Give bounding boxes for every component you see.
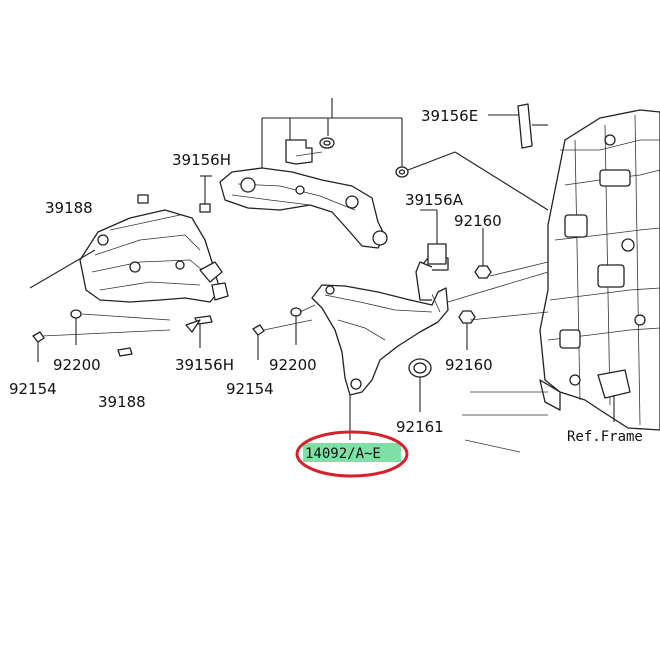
highlight-marker <box>303 443 401 462</box>
label-92200-mid: 92200 <box>269 356 317 374</box>
top-bolts-drawing <box>261 98 549 211</box>
left-bracket-drawing <box>79 209 229 303</box>
label-14092-highlight: 14092/A~E <box>305 446 381 462</box>
label-ref-frame: Ref.Frame <box>567 429 643 445</box>
label-92154-left: 92154 <box>9 380 57 398</box>
label-92200-left: 92200 <box>53 356 101 374</box>
label-39188-bottom: 39188 <box>98 393 146 411</box>
highlighted-part-callout[interactable]: 14092/A~E <box>295 430 409 478</box>
left-hardware-drawing <box>29 175 316 362</box>
label-92160-mid: 92160 <box>445 356 493 374</box>
label-92154-mid: 92154 <box>226 380 274 398</box>
frame-drawing <box>539 109 660 431</box>
label-92161: 92161 <box>396 418 444 436</box>
label-92160-top: 92160 <box>454 212 502 230</box>
right-hardware-drawing <box>408 209 549 453</box>
label-39188-top: 39188 <box>45 199 93 217</box>
label-39156a: 39156A <box>405 191 464 209</box>
label-39156h-bottom: 39156H <box>175 356 234 374</box>
label-39156h-top: 39156H <box>172 151 231 169</box>
39156e-clip-drawing <box>488 103 548 149</box>
label-39156e: 39156E <box>421 107 478 125</box>
upper-arm-drawing <box>219 167 388 249</box>
red-ring-annotation <box>295 430 409 478</box>
